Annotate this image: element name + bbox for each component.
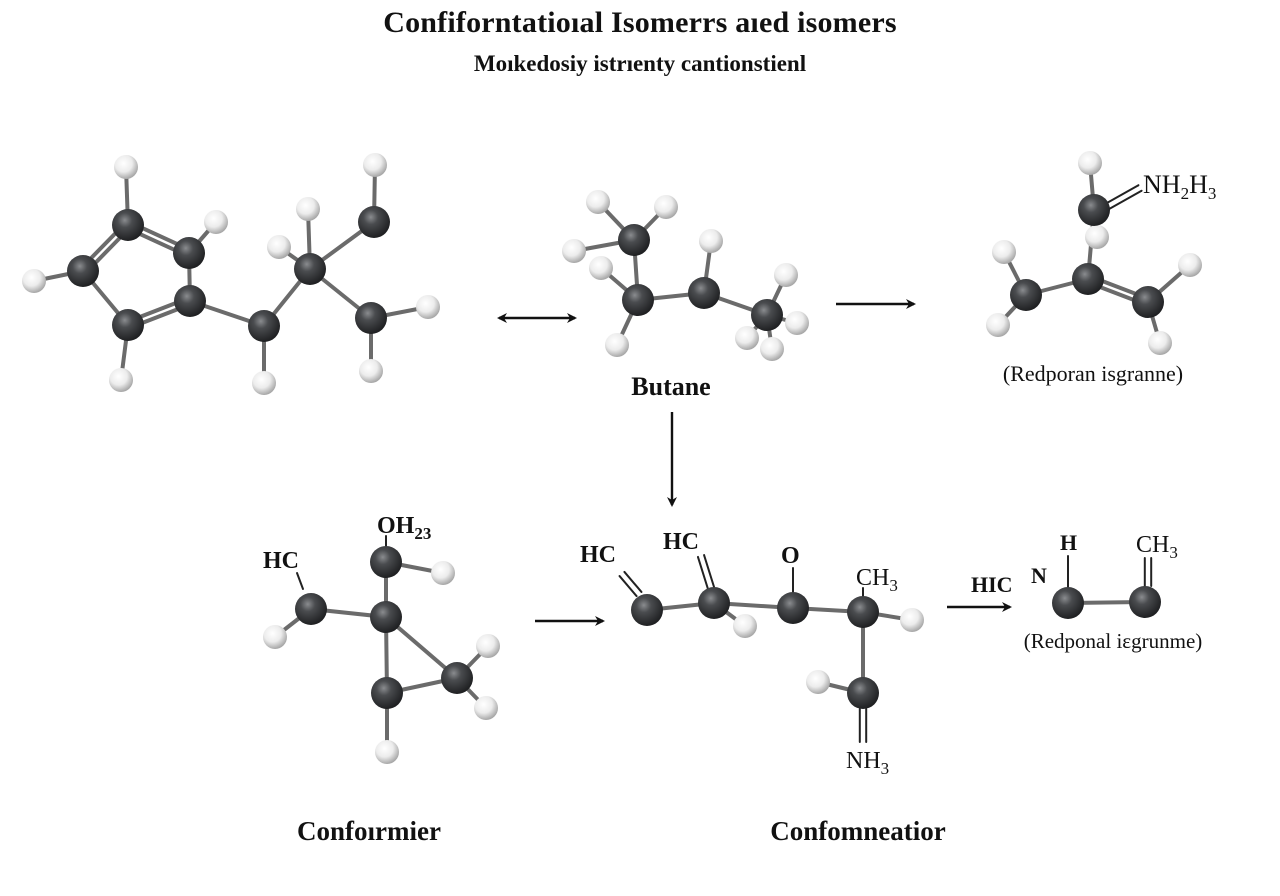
double-bond-bottom-center	[623, 570, 643, 593]
hydrogen-atom-top-left	[363, 153, 387, 177]
carbon-atom-bottom-center	[631, 594, 663, 626]
carbon-atom-bottom-left	[295, 593, 327, 625]
hydrogen-atom-bottom-left	[476, 634, 500, 658]
label-h: H	[1060, 530, 1077, 555]
hydrogen-atom-bottom-left	[474, 696, 498, 720]
hydrogen-atom-butane	[699, 229, 723, 253]
caption-redporan: (Redporan isgranne)	[1003, 361, 1183, 386]
carbon-atom-bottom-right	[1052, 587, 1084, 619]
label-o: O	[781, 543, 800, 569]
label-n: N	[1031, 563, 1047, 588]
carbon-atom-butane	[688, 277, 720, 309]
hydrogen-atom-top-left	[114, 155, 138, 179]
double-bond-bottom-center	[703, 554, 716, 589]
double-bond-bottom-center	[696, 555, 709, 590]
hydrogen-atom-bottom-center	[900, 608, 924, 632]
hydrogen-atom-top-left	[359, 359, 383, 383]
hydrogen-atom-bottom-left	[263, 625, 287, 649]
carbon-atom-top-right	[1072, 263, 1104, 295]
caption-redponal: (Redponal iεgrunme)	[1024, 629, 1203, 653]
carbon-atom-butane	[622, 284, 654, 316]
hydrogen-atom-top-right	[1148, 331, 1172, 355]
double-bond-top-right	[1105, 184, 1140, 205]
carbon-atom-top-left	[294, 253, 326, 285]
label-ch3-center: CH3	[856, 565, 898, 595]
hydrogen-atom-bottom-center	[733, 614, 757, 638]
carbon-atom-top-left	[358, 206, 390, 238]
carbon-atom-top-left	[174, 285, 206, 317]
hydrogen-atom-top-left	[416, 295, 440, 319]
carbon-atom-top-left	[67, 255, 99, 287]
carbon-atom-top-left	[355, 302, 387, 334]
hydrogen-atom-top-left	[22, 269, 46, 293]
hydrogen-atom-butane	[735, 326, 759, 350]
hydrogen-atom-top-left	[296, 197, 320, 221]
carbon-atom-bottom-center	[847, 596, 879, 628]
hydrogen-atom-top-right	[1178, 253, 1202, 277]
hydrogen-atom-top-left	[109, 368, 133, 392]
label-butane: Butane	[631, 372, 710, 401]
diagram-title: Confiforntatioıal Isomerrs aıed isomers	[383, 6, 897, 39]
carbon-atom-top-left	[112, 309, 144, 341]
hydrogen-atom-top-right	[986, 313, 1010, 337]
carbon-atom-bottom-right	[1129, 586, 1161, 618]
label-ch3-right: CH3	[1136, 532, 1178, 562]
double-bond-top-right	[1108, 189, 1143, 210]
double-bond-bottom-center	[618, 575, 638, 598]
carbon-atom-bottom-left	[441, 662, 473, 694]
hydrogen-atom-top-right	[1078, 151, 1102, 175]
carbon-atom-bottom-center	[847, 677, 879, 709]
carbon-atom-butane	[618, 224, 650, 256]
hydrogen-atom-butane	[785, 311, 809, 335]
carbon-atom-bottom-left	[370, 601, 402, 633]
hydrogen-atom-bottom-left	[375, 740, 399, 764]
hydrogen-atom-butane	[654, 195, 678, 219]
hydrogen-atom-bottom-center	[806, 670, 830, 694]
label-hc-bottom-left: HC	[263, 548, 299, 574]
caption-conformer: Confoırmier	[297, 816, 441, 846]
hydrogen-atom-butane	[760, 337, 784, 361]
hydrogen-atom-butane	[774, 263, 798, 287]
carbon-atom-bottom-left	[370, 546, 402, 578]
carbon-atom-bottom-center	[777, 592, 809, 624]
label-nh2h3: NH2H3	[1143, 170, 1216, 203]
label-oh23: OH23	[377, 513, 431, 543]
caption-conformation: Confomneatior	[770, 816, 945, 846]
hydrogen-atom-top-right	[992, 240, 1016, 264]
label-nh3: NH3	[846, 748, 889, 778]
carbon-atom-top-left	[112, 209, 144, 241]
hydrogen-atom-top-right	[1085, 225, 1109, 249]
label-hc-1: HC	[580, 542, 616, 568]
hydrogen-atom-top-left	[267, 235, 291, 259]
carbon-atom-top-right	[1010, 279, 1042, 311]
carbon-atom-bottom-center	[698, 587, 730, 619]
hydrogen-atom-top-left	[252, 371, 276, 395]
hydrogen-atom-butane	[605, 333, 629, 357]
hydrogen-atom-bottom-left	[431, 561, 455, 585]
bond-bottom-left	[296, 572, 304, 590]
hydrogen-atom-butane	[586, 190, 610, 214]
carbon-atom-top-left	[248, 310, 280, 342]
carbon-atom-top-left	[173, 237, 205, 269]
carbon-atom-top-right	[1078, 194, 1110, 226]
bonds-layer	[32, 161, 1192, 754]
atoms-layer	[22, 151, 1202, 764]
carbon-atom-bottom-left	[371, 677, 403, 709]
hydrogen-atom-butane	[562, 239, 586, 263]
diagram-subtitle: Moıkedosiy istrıenty cantionstienl	[473, 51, 807, 76]
hydrogen-atom-butane	[589, 256, 613, 280]
carbon-atom-top-right	[1132, 286, 1164, 318]
hydrogen-atom-top-left	[204, 210, 228, 234]
label-hc-2: HC	[663, 529, 699, 555]
label-hic: HIC	[971, 572, 1013, 597]
carbon-atom-butane	[751, 299, 783, 331]
